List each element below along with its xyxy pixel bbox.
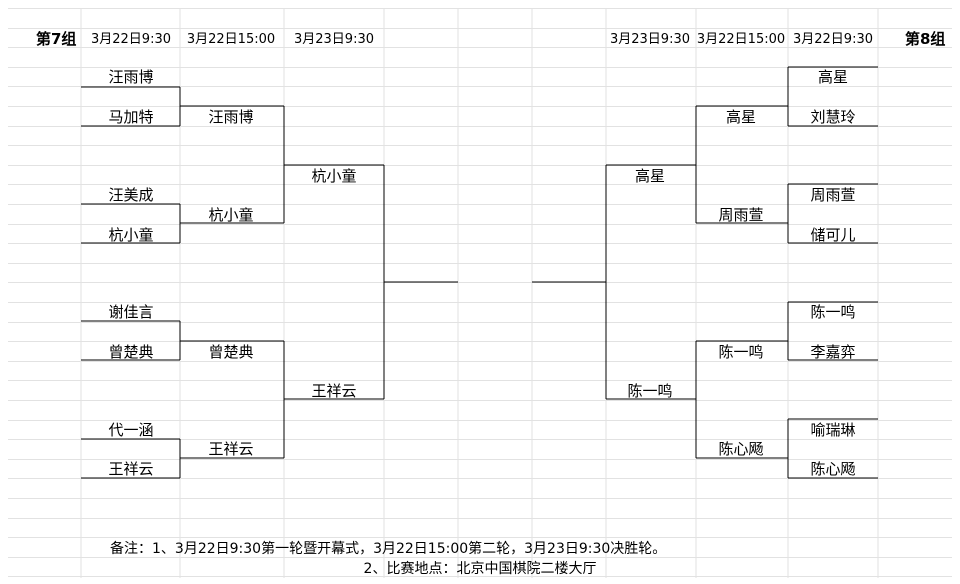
- player-left-r1-6: 曾楚典: [108, 343, 154, 361]
- player-left-r1-7: 代一涵: [108, 421, 154, 439]
- note-line-1: 备注：1、3月22日9:30第一轮暨开幕式，3月22日15:00第二轮，3月23…: [110, 541, 667, 557]
- round-date-left-3: 3月23日9:30: [293, 32, 375, 47]
- player-left-r2-1: 汪雨博: [208, 108, 254, 126]
- player-right-r2-3: 陈一鸣: [718, 343, 764, 361]
- round-date-left-1: 3月22日9:30: [90, 32, 172, 47]
- player-right-r3-2: 陈一鸣: [627, 382, 673, 400]
- player-right-r1-4: 储可儿: [810, 226, 856, 244]
- player-left-r2-4: 王祥云: [208, 440, 254, 458]
- player-right-r1-5: 陈一鸣: [810, 303, 856, 321]
- player-left-r1-4: 杭小童: [108, 226, 154, 244]
- player-left-r1-5: 谢佳言: [108, 303, 154, 321]
- player-left-r2-2: 杭小童: [208, 206, 254, 224]
- player-right-r1-3: 周雨萱: [810, 186, 856, 204]
- player-right-r2-2: 周雨萱: [718, 206, 764, 224]
- round-date-right-2: 3月22日15:00: [696, 32, 786, 47]
- player-right-r2-1: 高星: [725, 108, 757, 126]
- player-right-r2-4: 陈心飏: [718, 440, 764, 458]
- player-right-r1-8: 陈心飏: [810, 460, 856, 478]
- round-date-left-2: 3月22日15:00: [186, 32, 276, 47]
- note-line-2: 2、比赛地点：北京中国棋院二楼大厅: [363, 561, 597, 577]
- player-left-r1-8: 王祥云: [108, 460, 154, 478]
- group-label-right: 第8组: [905, 30, 946, 48]
- player-left-r3-1: 杭小童: [311, 167, 357, 185]
- player-right-r1-6: 李嘉弈: [810, 343, 856, 361]
- player-right-r1-1: 高星: [817, 68, 849, 86]
- player-right-r3-1: 高星: [634, 167, 666, 185]
- player-left-r2-3: 曾楚典: [208, 343, 254, 361]
- round-date-right-3: 3月23日9:30: [609, 32, 691, 47]
- player-left-r1-3: 汪美成: [108, 186, 154, 204]
- player-left-r1-2: 马加特: [108, 108, 154, 126]
- player-left-r1-1: 汪雨博: [108, 68, 154, 86]
- player-right-r1-2: 刘慧玲: [810, 108, 856, 126]
- player-right-r1-7: 喻瑞琳: [810, 421, 856, 439]
- group-label-left: 第7组: [36, 30, 77, 48]
- player-left-r3-2: 王祥云: [311, 382, 357, 400]
- round-date-right-1: 3月22日9:30: [792, 32, 874, 47]
